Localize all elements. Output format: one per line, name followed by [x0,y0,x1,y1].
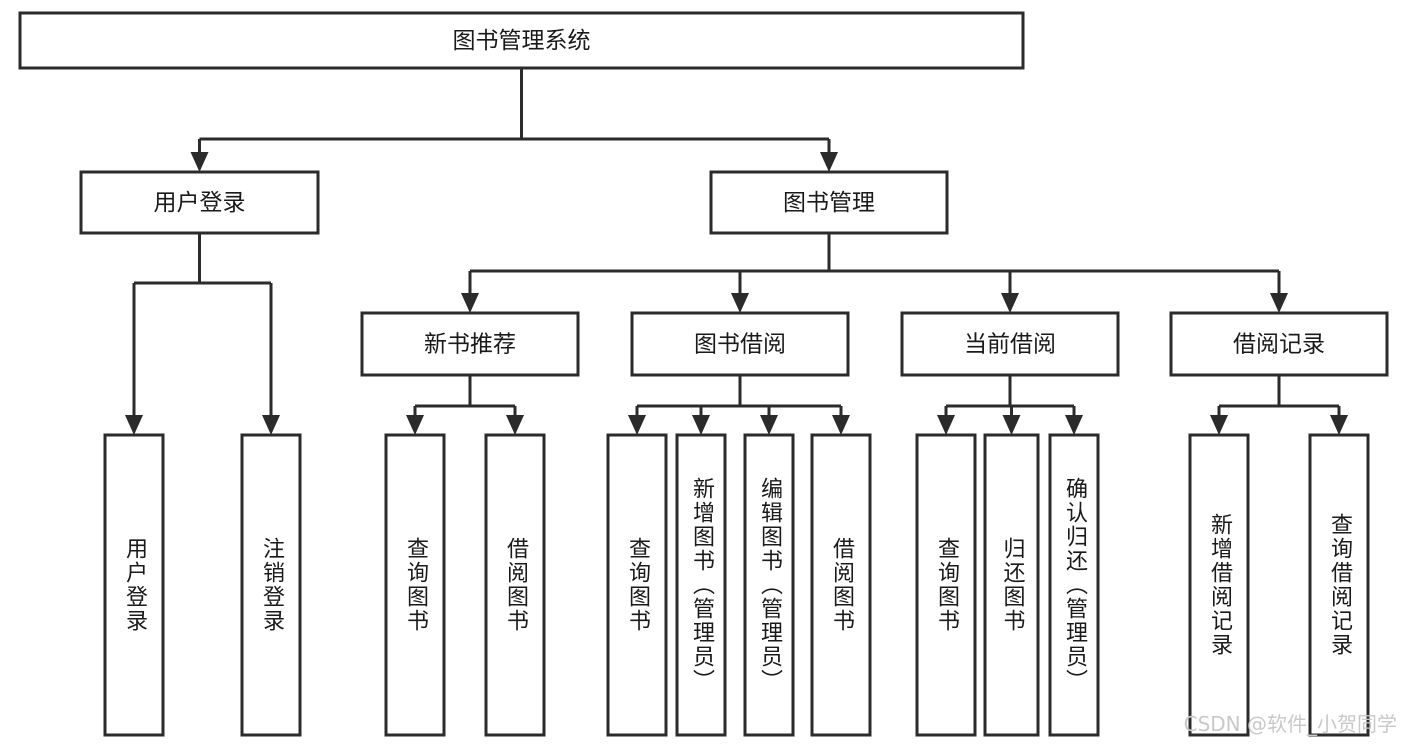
node-box[interactable] [360,311,580,377]
node-box[interactable] [384,433,446,737]
leaf-node-leaf-return-book[interactable]: 归还图书 [983,433,1040,737]
node-box[interactable] [79,170,320,235]
node-box[interactable] [743,433,795,737]
arrow-head-leaf-user-logout [262,415,280,435]
arrow-head-leaf-confirm-return-admin [1065,415,1083,435]
node-label: 新增借阅记录 [1207,513,1233,657]
leaf-node-leaf-query-book-recommend[interactable]: 查询图书 [384,433,446,737]
node-box[interactable] [606,433,668,737]
leaf-node-leaf-add-borrow-record[interactable]: 新增借阅记录 [1188,433,1250,737]
node-label: 图书管理系统 [453,28,591,54]
node-box[interactable] [709,170,949,235]
level2-node-book-borrow[interactable]: 图书借阅 [630,311,850,377]
leaf-node-leaf-user-logout[interactable]: 注销登录 [240,433,302,737]
leaf-node-leaf-confirm-return-admin[interactable]: 确认归还（管理员） [1048,433,1100,737]
arrow-head-leaf-borrow-book [832,415,850,435]
csdn-watermark: CSDN @软件_小贺同学 [1184,712,1397,736]
node-label: 查询借阅记录 [1327,513,1353,657]
node-label: 查询图书 [625,537,651,633]
arrow-head-leaf-query-book-recommend [406,415,424,435]
node-label: 注销登录 [259,537,285,633]
node-label: 确认归还（管理员） [1062,477,1088,693]
node-box[interactable] [103,433,165,737]
node-box[interactable] [1308,433,1370,737]
arrow-head-book-management [820,152,838,172]
node-box[interactable] [1188,433,1250,737]
leaf-node-leaf-borrow-book-recommend[interactable]: 借阅图书 [484,433,546,737]
node-layer: 图书管理系统用户登录图书管理新书推荐图书借阅当前借阅借阅记录用户登录注销登录查询… [18,11,1389,737]
node-box[interactable] [983,433,1040,737]
connector-layer [125,68,1348,435]
level2-node-new-book-recommend[interactable]: 新书推荐 [360,311,580,377]
node-label: 归还图书 [1000,537,1026,633]
node-label: 编辑图书（管理员） [757,477,783,693]
node-label: 当前借阅 [964,332,1056,358]
node-box[interactable] [900,311,1120,377]
level2-node-current-borrow[interactable]: 当前借阅 [900,311,1120,377]
arrow-head-leaf-add-book-admin [692,415,710,435]
node-box[interactable] [1048,433,1100,737]
leaf-node-leaf-query-book-borrow[interactable]: 查询图书 [606,433,668,737]
node-box[interactable] [630,311,850,377]
node-label: 用户登录 [122,537,148,633]
arrow-head-leaf-query-borrow-record [1330,415,1348,435]
arrow-head-leaf-query-book-current [937,415,955,435]
node-label: 新增图书（管理员） [689,477,715,693]
arrow-head-leaf-query-book-borrow [628,415,646,435]
arrow-head-current-borrow [1001,293,1019,313]
leaf-node-leaf-query-book-current[interactable]: 查询图书 [915,433,977,737]
arrow-head-leaf-add-borrow-record [1210,415,1228,435]
arrow-head-leaf-edit-book-admin [760,415,778,435]
arrow-head-book-borrow [731,293,749,313]
node-label: 借阅记录 [1233,332,1325,358]
leaf-node-leaf-user-login[interactable]: 用户登录 [103,433,165,737]
arrow-head-leaf-borrow-book-recommend [506,415,524,435]
root-node-root[interactable]: 图书管理系统 [18,11,1025,70]
node-label: 借阅图书 [503,537,529,633]
leaf-node-leaf-borrow-book[interactable]: 借阅图书 [810,433,872,737]
node-label: 查询图书 [403,537,429,633]
node-label: 图书借阅 [694,332,786,358]
node-label: 借阅图书 [829,537,855,633]
node-label: 新书推荐 [424,332,516,358]
level2-node-borrow-record[interactable]: 借阅记录 [1169,311,1389,377]
leaf-node-leaf-query-borrow-record[interactable]: 查询借阅记录 [1308,433,1370,737]
node-label: 图书管理 [783,190,875,216]
arrow-head-new-book-recommend [461,293,479,313]
arrow-head-leaf-user-login [125,415,143,435]
arrow-head-borrow-record [1270,293,1288,313]
level1-node-book-management[interactable]: 图书管理 [709,170,949,235]
node-label: 用户登录 [154,190,246,216]
node-box[interactable] [484,433,546,737]
node-box[interactable] [18,11,1025,70]
node-box[interactable] [240,433,302,737]
node-box[interactable] [675,433,727,737]
level1-node-user-login[interactable]: 用户登录 [79,170,320,235]
arrow-head-leaf-return-book [1002,415,1021,435]
node-box[interactable] [810,433,872,737]
node-box[interactable] [915,433,977,737]
arrow-head-user-login [190,152,209,172]
node-box[interactable] [1169,311,1389,377]
node-label: 查询图书 [934,537,960,633]
leaf-node-leaf-edit-book-admin[interactable]: 编辑图书（管理员） [743,433,795,737]
leaf-node-leaf-add-book-admin[interactable]: 新增图书（管理员） [675,433,727,737]
